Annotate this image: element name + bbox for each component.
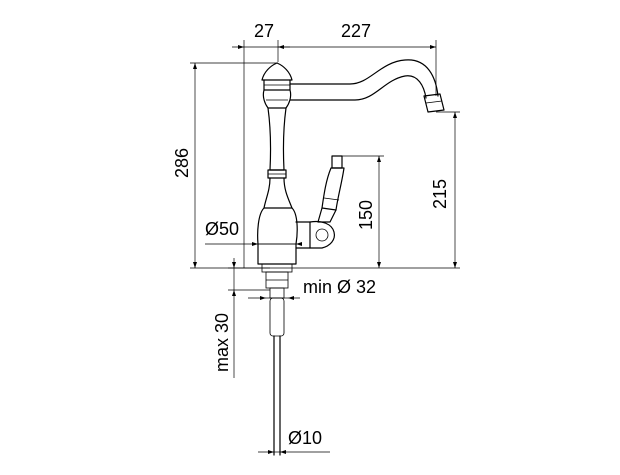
dim-label-215: 215 xyxy=(430,179,450,209)
dim-label-max-30: max 30 xyxy=(212,313,232,372)
dim-label-diameter-10: Ø10 xyxy=(288,428,322,448)
dim-label-27: 27 xyxy=(254,21,274,41)
faucet-outline xyxy=(257,59,445,456)
dim-label-diameter-50: Ø50 xyxy=(205,219,239,239)
dim-label-150: 150 xyxy=(356,200,376,230)
dimension-lines xyxy=(190,40,460,454)
dim-label-min-diameter-32: min Ø 32 xyxy=(303,277,376,297)
dim-label-286: 286 xyxy=(172,148,192,178)
dim-label-227: 227 xyxy=(341,21,371,41)
